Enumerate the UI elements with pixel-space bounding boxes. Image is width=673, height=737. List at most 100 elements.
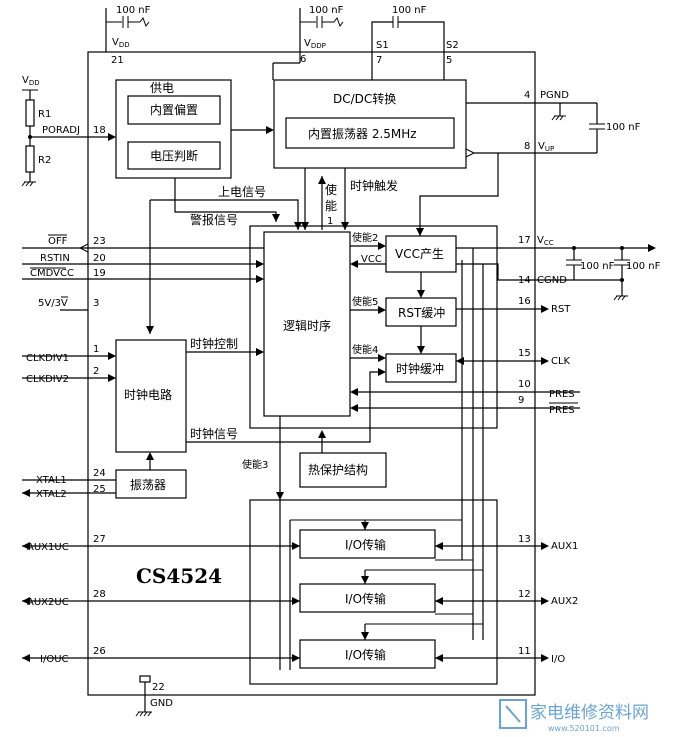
pin-pgnd-name: PGND — [540, 90, 569, 101]
pin-pres9-num: 9 — [518, 395, 524, 406]
pin-5v3v-num: 3 — [93, 298, 99, 309]
cap-pgnd-label: 100 nF — [606, 122, 641, 133]
top-pin-vddp-name: VDDP — [304, 38, 326, 50]
top-cap-vddp-label: 100 nF — [309, 5, 344, 16]
pin-aux1uc-num: 27 — [93, 534, 106, 545]
pin-xtal2-num: 25 — [93, 484, 106, 495]
pin-vcc-name: VCC — [537, 235, 554, 247]
signal-enable3: 使能3 — [242, 458, 268, 471]
block-vcc-gen-label: VCC产生 — [395, 247, 444, 261]
pin-pres10-num: 10 — [518, 379, 531, 390]
block-voltage-detect — [127, 141, 221, 170]
pin-io-num: 11 — [518, 646, 531, 657]
resistor-r2-label: R2 — [38, 155, 51, 166]
pin-rstin-name: RSTIN — [40, 253, 70, 264]
pin-clk-num: 15 — [518, 348, 531, 359]
pin-aux2uc-num: 28 — [93, 589, 106, 600]
pin-xtal1-num: 24 — [93, 468, 106, 479]
pin-xtal1-name: XTAL1 — [36, 475, 67, 486]
pin-cgnd-num: 14 — [518, 275, 531, 286]
cap-vcc2-label: 100 nF — [626, 261, 661, 272]
pin-cmdvcc-name: CMDVCC — [30, 268, 74, 279]
gnd-pin-marker — [139, 675, 151, 683]
pin-aux2-num: 12 — [518, 589, 531, 600]
block-oscillator-label: 振荡器 — [130, 478, 166, 492]
pin-rstin-num: 20 — [93, 253, 106, 264]
pin-aux2uc-name: AUX2UC — [27, 597, 69, 608]
pin-clkdiv1-num: 1 — [93, 344, 99, 355]
block-oscillator-internal — [285, 117, 455, 149]
top-pin-vdd-num: 21 — [111, 55, 124, 66]
top-pin-s1-name: S1 — [376, 40, 389, 51]
signal-enable4: 使能4 — [352, 343, 378, 356]
pin-clkdiv2-name: CLKDIV2 — [26, 374, 69, 385]
block-dcdc-label: DC/DC转换 — [333, 91, 396, 106]
signal-enable1-c: 1 — [327, 216, 333, 227]
block-clock-circuit-label: 时钟电路 — [124, 387, 172, 402]
block-clk-buffer-label: 时钟缓冲 — [396, 361, 444, 376]
block-internal-bias — [127, 95, 221, 125]
signal-enable2: 使能2 — [352, 231, 378, 244]
pin-iouc-name: I/OUC — [40, 654, 69, 665]
signal-power-on: 上电信号 — [218, 185, 266, 199]
top-pin-s2-name: S2 — [446, 40, 459, 51]
watermark-main: 家电维修资料网 — [530, 703, 649, 723]
signal-clock-control: 时钟控制 — [190, 336, 238, 351]
pin-vup-name: VUP — [538, 141, 554, 153]
signal-enable1-b: 能 — [325, 199, 337, 213]
io-area-outline — [249, 499, 498, 685]
pin-aux1uc-name: AUX1UC — [27, 542, 69, 553]
block-io2 — [299, 583, 436, 613]
pin-5v3v-name: 5V/3V — [38, 298, 68, 309]
top-cap-vdd-label: 100 nF — [116, 5, 151, 16]
resistor-r2 — [25, 145, 35, 173]
pin-vcc-num: 17 — [518, 235, 531, 246]
pin-cmdvcc-num: 19 — [93, 268, 106, 279]
pin-pres9-name: PRES — [549, 405, 575, 416]
pin-vup-num: 8 — [524, 141, 530, 152]
signal-enable1-a: 使 — [325, 182, 337, 197]
pin-poradj-name: PORADJ — [42, 125, 80, 136]
pin-rst-num: 16 — [518, 296, 531, 307]
block-io2-label: I/O传输 — [345, 591, 386, 606]
pin-pres10-name: PRES — [549, 389, 575, 400]
block-vcc-gen — [385, 235, 457, 273]
logic-area-outline — [249, 225, 498, 429]
cap-vcc1-label: 100 nF — [580, 261, 615, 272]
top-pin-s1-num: 7 — [376, 55, 382, 66]
watermark-url: www.520101.com — [548, 724, 620, 733]
resistor-r1 — [25, 99, 35, 127]
pin-clkdiv2-num: 2 — [93, 366, 99, 377]
top-pin-s2-num: 5 — [446, 55, 452, 66]
top-cap-s-label: 100 nF — [392, 5, 427, 16]
block-io3-label: I/O传输 — [345, 647, 386, 662]
pin-aux1-name: AUX1 — [551, 541, 578, 552]
pin-aux2-name: AUX2 — [551, 596, 578, 607]
pin-clk-name: CLK — [551, 356, 571, 367]
block-clock-circuit — [115, 339, 187, 453]
signal-alarm: 警报信号 — [190, 212, 238, 227]
block-logic-timing-label: 逻辑时序 — [283, 318, 331, 333]
pin-poradj-num: 18 — [93, 125, 106, 136]
top-pin-vddp-num: 6 — [300, 54, 306, 65]
watermark-logo-icon — [499, 699, 527, 729]
block-voltage-detect-label: 电压判断 — [150, 148, 198, 163]
pin-gnd-name: GND — [150, 698, 173, 709]
pin-io-name: I/O — [551, 654, 565, 665]
block-oscillator-internal-label: 内置振荡器 2.5MHz — [308, 127, 417, 141]
block-logic-timing — [263, 231, 351, 417]
pin-off-num: 23 — [93, 236, 106, 247]
resistor-r1-label: R1 — [38, 109, 51, 120]
chip-outline — [87, 51, 536, 696]
pin-pgnd-num: 4 — [524, 90, 530, 101]
pin-iouc-num: 26 — [93, 646, 106, 657]
signal-enable5: 使能5 — [352, 295, 378, 308]
block-io3 — [299, 639, 436, 669]
ext-vdd-label: VDD — [22, 75, 40, 87]
block-oscillator — [115, 469, 187, 499]
pin-xtal2-name: XTAL2 — [36, 489, 67, 500]
signal-vcc: VCC — [361, 254, 382, 265]
pin-aux1-num: 13 — [518, 534, 531, 545]
chip-name: CS4524 — [136, 564, 222, 588]
